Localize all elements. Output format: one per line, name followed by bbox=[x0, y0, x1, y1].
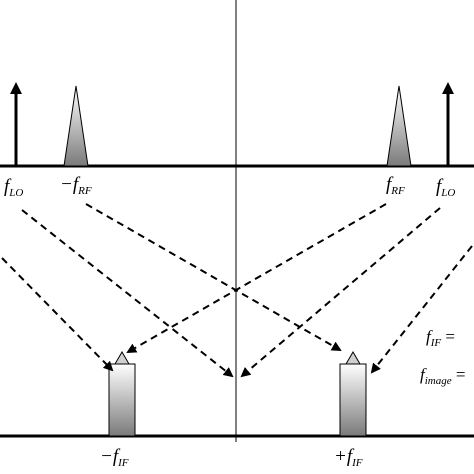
equation-image: fimage = bbox=[420, 365, 465, 387]
if-spectrum-positive bbox=[339, 351, 367, 437]
label-neg-lo: fLO bbox=[4, 176, 23, 199]
arrow-posrf-to-negif bbox=[126, 203, 387, 353]
label-neg-rf: −fRF bbox=[60, 174, 92, 197]
label-pos-rf: fRF bbox=[386, 174, 405, 197]
label-pos-if: +fIF bbox=[334, 446, 363, 469]
mixing-arrows bbox=[1, 203, 473, 378]
label-neg-if: −fIF bbox=[100, 446, 129, 469]
arrow-right-to-posif bbox=[370, 245, 473, 374]
equation-if: fIF = bbox=[426, 327, 455, 349]
arrow-neglo-to-center bbox=[21, 209, 234, 378]
rf-spectrum-positive bbox=[386, 85, 412, 167]
label-pos-lo: fLO bbox=[436, 176, 455, 199]
arrow-negrf-to-posif bbox=[85, 203, 342, 351]
lo-impulse-negative bbox=[10, 82, 22, 166]
lo-impulse-positive bbox=[442, 82, 454, 166]
rf-spectrum-negative bbox=[63, 85, 89, 167]
if-spectrum-negative bbox=[108, 351, 136, 437]
arrow-poslo-to-center bbox=[240, 207, 441, 378]
arrow-neglo-to-negif bbox=[1, 257, 114, 372]
